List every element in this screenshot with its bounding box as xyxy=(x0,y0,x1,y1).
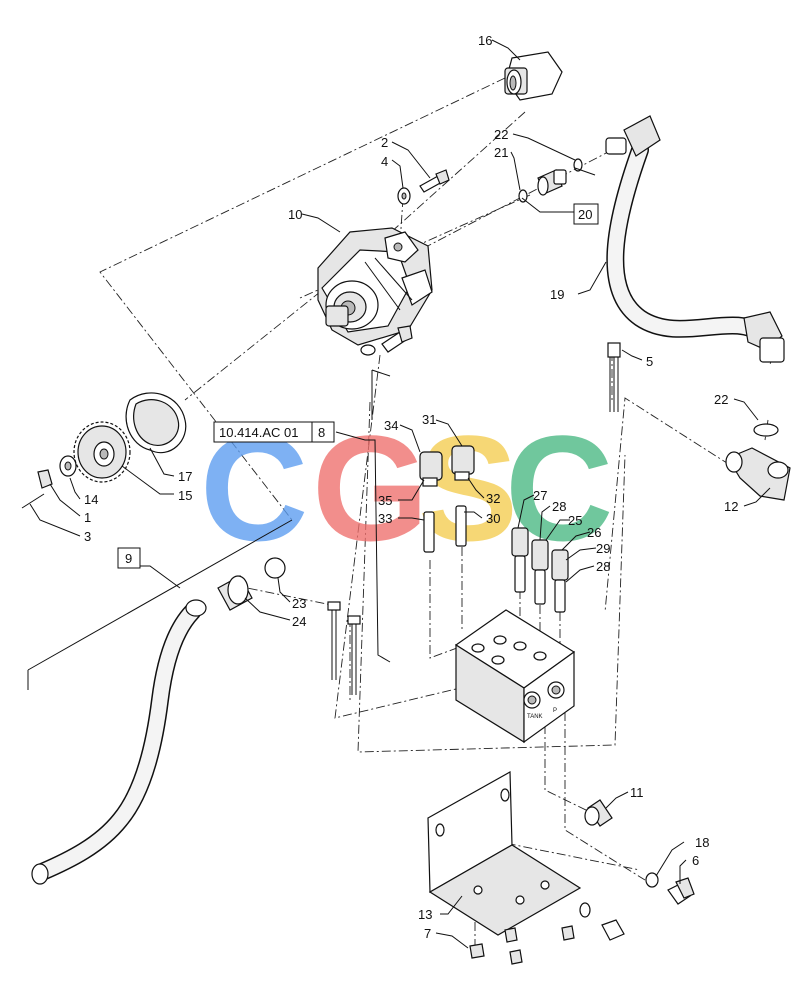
nut-1 xyxy=(37,469,53,489)
pipe-9 xyxy=(31,599,207,885)
leader-lines xyxy=(27,39,771,949)
solenoid-31 xyxy=(451,445,475,481)
callout-14: 14 xyxy=(84,492,98,507)
item-box-20: 20 xyxy=(573,203,599,225)
callout-29: 29 xyxy=(596,541,610,556)
hydraulic-pump-10 xyxy=(317,227,433,346)
callout-23: 23 xyxy=(292,596,306,611)
callout-12: 12 xyxy=(724,499,738,514)
callout-34: 34 xyxy=(384,418,398,433)
fitting-20 xyxy=(518,158,583,203)
callout-11: 11 xyxy=(630,785,644,800)
long-bolts xyxy=(327,601,361,695)
callout-17: 17 xyxy=(178,469,192,484)
callout-24: 24 xyxy=(292,614,306,629)
callout-32: 32 xyxy=(486,491,500,506)
washer-4 xyxy=(397,187,411,205)
washer-23 xyxy=(264,557,286,579)
gear-15 xyxy=(73,421,131,483)
bolt-2 xyxy=(419,169,450,193)
elbow-fitting-12 xyxy=(725,447,791,501)
callout-7: 7 xyxy=(424,926,431,941)
callout-4: 4 xyxy=(381,154,388,169)
washer-18 xyxy=(645,872,659,888)
callout-27: 27 xyxy=(533,488,547,503)
fitting-11 xyxy=(584,799,613,827)
callout-31: 31 xyxy=(422,412,436,427)
bracket-13 xyxy=(427,770,582,936)
ref-box-label: 10.414.AC 01 xyxy=(219,425,299,440)
bolt-6 xyxy=(667,877,695,905)
cartridge-30 xyxy=(455,505,467,547)
solenoid-34 xyxy=(419,451,443,487)
callout-13: 13 xyxy=(418,907,432,922)
fitting-24 xyxy=(217,575,253,611)
callout-35: 35 xyxy=(378,493,392,508)
callout-2: 2 xyxy=(381,135,388,150)
callout-22b: 22 xyxy=(714,392,728,407)
callout-5: 5 xyxy=(646,354,653,369)
gasket-cover-17 xyxy=(125,392,187,454)
callouts: 16 2 4 10 22 21 19 5 22 12 17 15 14 1 3 … xyxy=(84,33,738,941)
callout-16: 16 xyxy=(478,33,492,48)
callout-15: 15 xyxy=(178,488,192,503)
item-box-20-label: 20 xyxy=(578,207,592,222)
pump-bolt-lower xyxy=(360,325,413,356)
valve-block: TANK P xyxy=(454,609,576,744)
callout-28b: 28 xyxy=(596,559,610,574)
callout-33: 33 xyxy=(378,511,392,526)
callout-26: 26 xyxy=(587,525,601,540)
item-box-9-label: 9 xyxy=(125,551,132,566)
callout-22a: 22 xyxy=(494,127,508,142)
ref-box-item: 8 xyxy=(318,425,325,440)
hose-19 xyxy=(605,115,785,363)
watermark-letter-3: S xyxy=(418,404,518,572)
small-hardware xyxy=(504,902,625,965)
bolt-5 xyxy=(607,342,621,412)
cartridge-valves xyxy=(511,527,569,613)
callout-3: 3 xyxy=(84,529,91,544)
nut-7 xyxy=(469,943,485,959)
ref-box[interactable]: 10.414.AC 01 8 xyxy=(213,421,335,443)
callout-19: 19 xyxy=(550,287,564,302)
callout-18: 18 xyxy=(695,835,709,850)
nut-14 xyxy=(59,455,77,477)
fitting-16 xyxy=(504,51,563,101)
callout-6: 6 xyxy=(692,853,699,868)
callout-1: 1 xyxy=(84,510,91,525)
cartridge-33 xyxy=(423,511,435,553)
o-ring-22 xyxy=(753,423,779,437)
pin-3 xyxy=(21,493,45,509)
callout-30: 30 xyxy=(486,511,500,526)
callout-21: 21 xyxy=(494,145,508,160)
callout-28a: 28 xyxy=(552,499,566,514)
block-label-tank: TANK xyxy=(527,714,543,720)
callout-25: 25 xyxy=(568,513,582,528)
callout-10: 10 xyxy=(288,207,302,222)
item-box-9: 9 xyxy=(117,547,141,569)
block-label-port: P xyxy=(553,708,557,714)
